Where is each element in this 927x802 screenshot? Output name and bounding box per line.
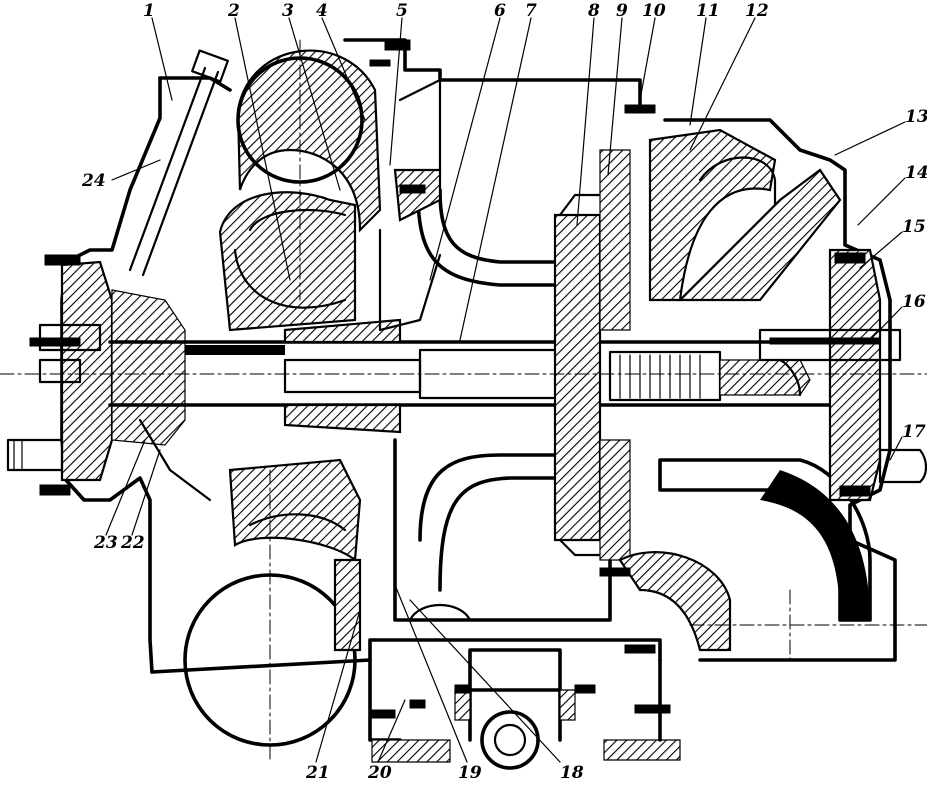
part-label-22: 22	[120, 533, 145, 553]
exhaust-volute	[618, 128, 872, 652]
part-label-19: 19	[458, 763, 482, 783]
part-label-20: 20	[367, 763, 392, 783]
part-label-18: 18	[560, 763, 584, 783]
left-bearing-cap	[6, 260, 212, 502]
part-label-16: 16	[902, 292, 926, 312]
part-label-9: 9	[616, 1, 628, 21]
part-label-6: 6	[494, 1, 506, 21]
part-label-14: 14	[905, 163, 927, 183]
center-lines	[0, 39, 927, 761]
leader-lines	[105, 17, 906, 763]
part-label-12: 12	[745, 1, 769, 21]
part-number-callouts: 1 2 3 4 5 6 7 8 9 10 11 12 13 14 15 16 1…	[81, 1, 927, 783]
right-end-cover	[758, 248, 927, 502]
bolts	[29, 39, 881, 719]
part-label-23: 23	[93, 533, 118, 553]
part-label-24: 24	[81, 171, 106, 191]
part-label-5: 5	[396, 1, 408, 21]
rotor-shaft	[108, 340, 832, 407]
lower-support-bracket	[454, 648, 576, 770]
compressor-wheel	[283, 228, 442, 434]
part-label-10: 10	[642, 1, 666, 21]
part-label-21: 21	[305, 763, 330, 783]
part-label-15: 15	[902, 217, 926, 237]
part-label-1: 1	[143, 1, 155, 21]
part-label-7: 7	[525, 1, 537, 21]
turbine-disc	[553, 149, 631, 561]
turbine-inlet-duct-lower	[393, 438, 612, 622]
compressor-volute-upper	[218, 49, 382, 332]
part-label-3: 3	[282, 1, 294, 21]
part-label-11: 11	[696, 1, 720, 21]
part-label-13: 13	[905, 107, 927, 127]
part-label-8: 8	[587, 1, 600, 21]
oil-pipe	[128, 49, 229, 277]
part-label-2: 2	[227, 1, 240, 21]
turbine-inlet-duct-upper	[393, 78, 562, 287]
part-label-17: 17	[902, 422, 926, 442]
part-label-4: 4	[316, 1, 328, 21]
